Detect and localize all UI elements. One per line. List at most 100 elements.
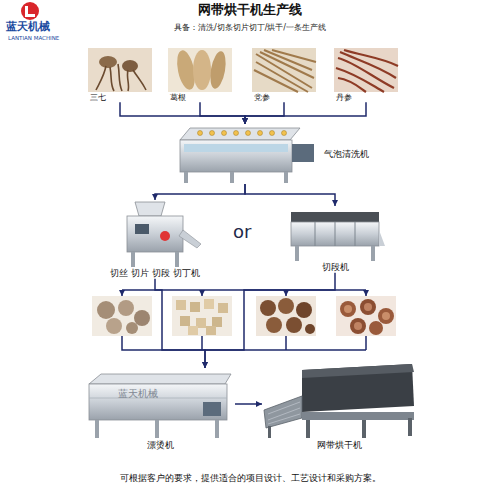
gegen-photo-part (193, 50, 211, 90)
blanching-machine-picture-part (89, 398, 227, 399)
cube-photo-part (172, 296, 232, 336)
blanching-machine-picture-part (155, 420, 159, 438)
or-word: or (233, 222, 251, 243)
bubble-washer-picture-part (230, 172, 234, 183)
raw-material-photo: 三七 (88, 48, 152, 102)
segment-cutter-picture-part (379, 230, 385, 246)
brand-name: 蓝天机械 (6, 21, 50, 34)
segment-cutter-picture (291, 212, 385, 261)
red-slice-photo-part (382, 312, 390, 320)
mesh-belt-dryer-picture-part (302, 412, 414, 420)
slice-photo-part (106, 318, 122, 334)
flow-bus-line-part (285, 290, 287, 296)
red-slice-photo-part (336, 296, 396, 336)
cube-photo (172, 296, 232, 336)
slice-photo-part (118, 300, 134, 316)
blanching-machine-picture-part (89, 374, 231, 384)
bubble-washer-picture-part (184, 144, 288, 152)
raw-material-photo: 党参 (252, 48, 316, 102)
multi-cutter-picture-part (179, 230, 201, 248)
red-slice-photo-part (364, 303, 372, 311)
cube-photo-part (206, 326, 216, 335)
red-slice-photo-part (360, 299, 376, 315)
gegen-photo-part (168, 48, 232, 92)
picture-area (85, 368, 235, 440)
flow-arrow (120, 102, 245, 124)
bubble-washer-picture-part (284, 172, 288, 183)
bubble-washer-picture-part (198, 131, 287, 136)
round-slice-photo (256, 296, 316, 336)
bubble-washer-picture-part-part (270, 131, 275, 136)
picture-area (168, 48, 232, 92)
slice-photo-part (97, 301, 115, 319)
segment-cutter-picture-part (371, 246, 375, 261)
round-slice-photo-part (256, 296, 316, 336)
sanqi-photo-part (122, 60, 138, 72)
round-slice-photo-part (305, 324, 315, 334)
slice-photo-part (134, 310, 150, 326)
picture-area (262, 362, 417, 440)
gegen-photo-part (208, 50, 228, 90)
dangshen-photo-part (254, 50, 316, 92)
blanching-machine-picture-part (89, 384, 227, 420)
multi-cutter-picture-part (127, 216, 183, 252)
segment-cutter-picture-part (295, 246, 299, 261)
mesh-belt-dryer-picture-part (362, 420, 366, 438)
blanching-machine-picture-part (203, 402, 221, 416)
sanqi-photo-part (99, 56, 117, 68)
flow-bus-line-part (121, 290, 123, 296)
node-label: 气泡清洗机 (320, 149, 371, 159)
blanching-machine-picture-part (215, 420, 219, 438)
flow-arrow (245, 102, 366, 124)
flow-arrow (205, 273, 335, 368)
red-slice-photo-part (344, 305, 352, 313)
bubble-washer-picture-part-part (198, 131, 203, 136)
flow-arrow (155, 279, 205, 368)
diagram-caption: 可根据客户的要求，提供适合的项目设计、工艺设计和采购方案。 (0, 474, 500, 484)
picture-area (105, 200, 205, 268)
dangshen-photo-part (252, 48, 316, 92)
red-slice-photo-part (354, 322, 362, 330)
blanching-machine-picture (89, 374, 231, 438)
cube-photo-part (212, 317, 222, 327)
picture-area (334, 48, 398, 92)
machine-box: 网带烘干机 (262, 362, 417, 451)
flow-arrow (200, 102, 245, 124)
red-slice-photo-part (350, 318, 366, 334)
round-slice-photo-part (296, 302, 312, 318)
cube-photo-part (180, 316, 190, 326)
mesh-belt-dryer-picture (264, 364, 414, 438)
mesh-belt-dryer-picture-part (408, 418, 412, 436)
flow-arrow (245, 184, 335, 206)
flow-arrow (245, 102, 284, 124)
danshen-photo-part (334, 48, 398, 92)
multi-cutter-picture-part (160, 231, 170, 241)
company-logo-part (25, 6, 35, 17)
slice-photo-part (126, 322, 138, 334)
picture-area (285, 206, 385, 262)
node-label: 党参 (252, 92, 316, 102)
multi-cutter-picture-part (135, 202, 165, 216)
slice-photo (92, 296, 152, 336)
bubble-washer-picture-part-part (210, 131, 215, 136)
subtitle-note: 具备：清洗/切条切片切丁/烘干/一条生产线 (0, 23, 500, 32)
sanqi-photo-part (88, 48, 152, 92)
diagram-title: 网带烘干机生产线 (0, 3, 500, 18)
cube-photo-part (218, 303, 228, 313)
red-slice-photo-part (369, 321, 383, 335)
blanching-machine-picture-part (95, 420, 99, 438)
raw-material-photo: 葛根 (168, 48, 232, 102)
round-slice-photo-part (266, 317, 282, 333)
multi-cutter-picture-part (131, 252, 135, 267)
mesh-belt-dryer-picture-part (302, 364, 414, 412)
segment-cutter-picture-part (291, 222, 379, 246)
gegen-photo (168, 48, 232, 92)
raw-material-photo: 丹参 (334, 48, 398, 102)
node-label: 丹参 (334, 92, 398, 102)
node-label: 切段机 (285, 262, 385, 273)
danshen-photo-part (336, 50, 398, 92)
cube-photo-part (204, 299, 214, 309)
cube-photo-part (190, 302, 200, 312)
